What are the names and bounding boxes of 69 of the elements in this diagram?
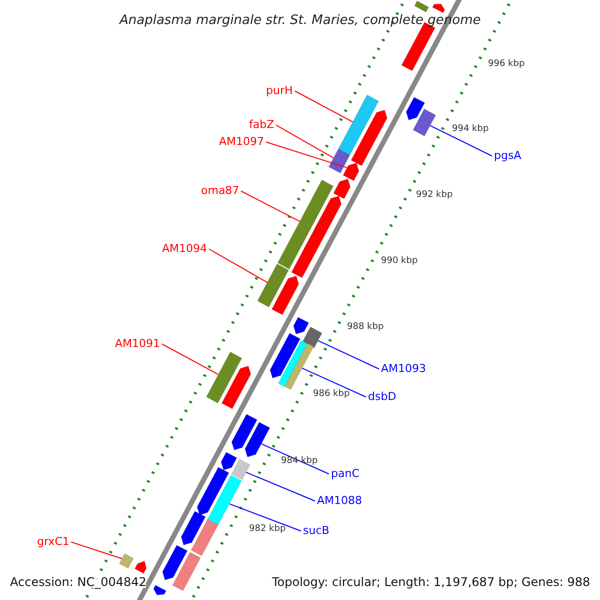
gene-block [162,544,188,580]
gene-block [231,458,250,480]
leader-line [276,124,334,158]
gene-block [134,560,147,574]
scale-label: 984 kbp [281,456,318,466]
leader-line [240,190,300,222]
gene-label: AM1093 [381,362,426,374]
gene-block [414,0,429,12]
gene-label: dsbD [368,390,396,402]
leader-line [228,503,302,532]
gene-block [206,474,242,528]
leader-line [162,344,219,375]
leader-line [208,248,268,283]
gene-label: grxC1 [37,536,70,546]
gene-block [350,110,388,166]
leader-line [317,340,380,370]
scale-label: 982 kbp [249,524,286,534]
gene-label: oma87 [201,184,240,196]
gene-block [277,180,334,270]
gene-block [293,316,309,334]
leader-line [266,142,348,168]
genome-stats-text: Topology: circular; Length: 1,197,687 bp; Genes: 988 [272,576,590,588]
accession-text: Accession: NC_004842 [10,576,146,588]
gene-block [328,148,350,174]
gene-label: AM1091 [115,338,160,348]
leader-line [246,472,316,502]
gene-label: AM1094 [162,242,208,254]
gene-block [270,332,300,378]
gene-block [291,196,342,278]
gene-block [284,343,314,390]
gene-block [231,414,258,450]
gene-block [206,352,242,404]
gene-block [119,553,134,569]
scale-label: 992 kbp [416,190,453,200]
leader-line [302,368,366,398]
scale-label: 990 kbp [381,256,418,266]
gene-block [406,96,425,120]
gene-block [196,466,230,516]
gene-label: sucB [303,524,330,536]
gene-block [180,510,206,546]
gene-block [153,584,166,596]
gene-label: panC [331,468,360,478]
gene-block [190,518,218,556]
gene-block [221,366,252,410]
gene-block [342,162,360,182]
gene-label: pgsA [494,150,522,160]
gene-block [278,340,308,387]
gene-block [257,264,289,308]
gene-block [244,422,270,458]
gene-block [338,94,379,156]
gene-label: purH [266,84,293,96]
gene-label: AM1097 [219,136,264,146]
gene-label: AM1088 [317,494,362,506]
scale-label: 988 kbp [347,322,384,332]
gene-block [412,108,436,136]
gene-block [172,552,201,592]
leader-line [294,90,354,122]
gene-block [432,4,445,14]
leader-line [70,542,122,560]
gene-block [220,452,238,470]
gene-block [272,276,299,316]
gene-label: fabZ [249,118,274,130]
scale-label: 986 kbp [313,390,350,398]
scale-label: 994 kbp [452,124,489,134]
leader-line [260,443,330,474]
title: Anaplasma marginale str. St. Maries, complete genome [120,14,481,27]
gene-block [302,326,322,348]
scale-label: 996 kbp [488,60,525,68]
leader-line [430,125,492,156]
